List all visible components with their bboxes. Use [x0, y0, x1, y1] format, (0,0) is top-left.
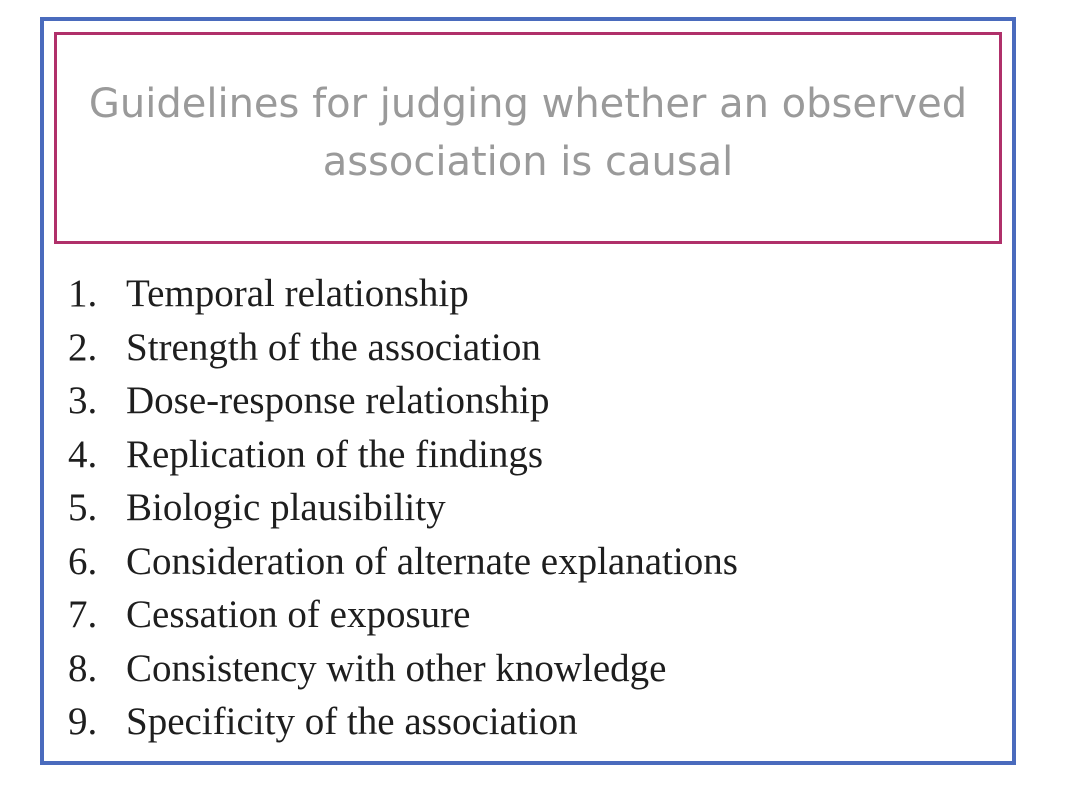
item-label: Consideration of alternate explanations [126, 539, 738, 583]
page-title: Guidelines for judging whether an observ… [88, 81, 968, 185]
item-label: Dose-response relationship [126, 379, 550, 422]
item-number: 7. [68, 593, 98, 636]
item-number: 1. [68, 272, 98, 315]
item-number: 8. [68, 646, 98, 690]
item-label: Cessation of exposure [126, 593, 471, 636]
list-item: 7. Cessation of exposure [68, 588, 738, 642]
item-label: Consistency with other knowledge [126, 646, 667, 690]
title-box: Guidelines for judging whether an observ… [54, 32, 1002, 244]
item-number: 4. [68, 432, 98, 476]
item-label: Specificity of the association [126, 700, 578, 743]
list-item: 9. Specificity of the association [68, 695, 738, 749]
list-item: 5. Biologic plausibility [68, 481, 738, 535]
list-item: 4. Replication of the findings [68, 428, 738, 482]
item-number: 6. [68, 539, 98, 583]
list-item: 1. Temporal relationship [68, 267, 738, 321]
criteria-list: 1. Temporal relationship 2. Strength of … [68, 267, 738, 749]
item-number: 9. [68, 700, 98, 743]
list-item: 8. Consistency with other knowledge [68, 642, 738, 696]
item-label: Temporal relationship [126, 272, 469, 315]
item-number: 2. [68, 325, 98, 369]
item-number: 5. [68, 486, 98, 529]
list-item: 2. Strength of the association [68, 321, 738, 375]
item-label: Strength of the association [126, 325, 541, 369]
item-label: Biologic plausibility [126, 486, 446, 529]
list-item: 6. Consideration of alternate explanatio… [68, 535, 738, 589]
guidelines-panel: Guidelines for judging whether an observ… [40, 17, 1016, 765]
item-number: 3. [68, 379, 98, 422]
list-item: 3. Dose-response relationship [68, 374, 738, 428]
item-label: Replication of the findings [126, 432, 544, 476]
